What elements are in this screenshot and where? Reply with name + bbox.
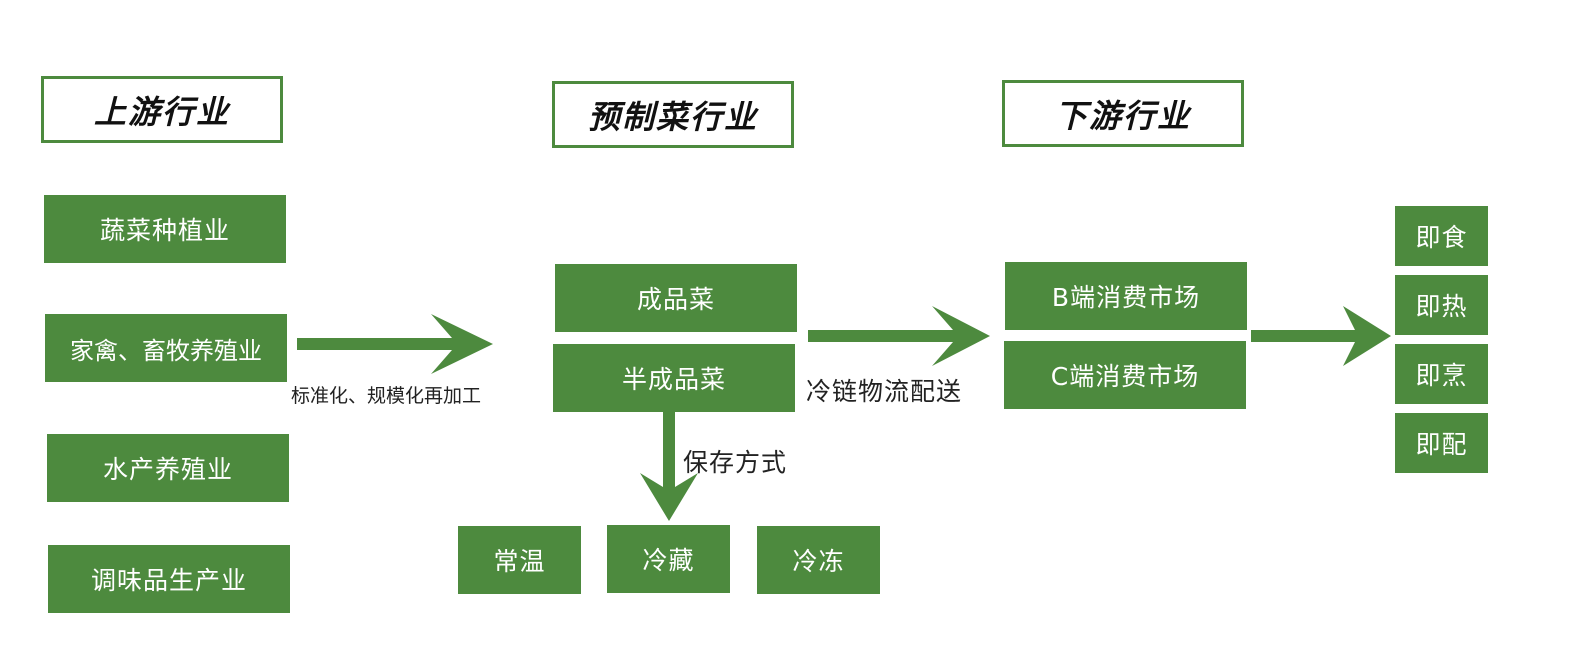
header-prepared: 预制菜行业 [552, 81, 794, 148]
storage-item-chilled: 冷藏 [607, 525, 730, 593]
label-storage: 保存方式 [683, 448, 788, 477]
consume-item-ready-to-assemble: 即配 [1395, 413, 1488, 473]
prepared-item-finished: 成品菜 [555, 264, 797, 332]
arrow-prepared-to-storage [640, 412, 698, 521]
prepared-item-semi-finished: 半成品菜 [553, 344, 795, 412]
upstream-item-seasoning: 调味品生产业 [48, 545, 290, 613]
arrow-prepared-to-market [808, 306, 990, 366]
header-downstream: 下游行业 [1002, 80, 1244, 147]
upstream-item-aquaculture: 水产养殖业 [47, 434, 289, 502]
label-processing: 标准化、规模化再加工 [291, 385, 482, 407]
consume-item-ready-to-eat: 即食 [1395, 206, 1488, 266]
storage-item-ambient: 常温 [458, 526, 581, 594]
header-upstream: 上游行业 [41, 76, 283, 143]
market-item-b2b: B端消费市场 [1005, 262, 1247, 330]
arrow-market-to-consume [1251, 306, 1391, 366]
upstream-item-livestock: 家禽、畜牧养殖业 [45, 314, 287, 382]
consume-item-ready-to-heat: 即热 [1395, 275, 1488, 335]
storage-item-frozen: 冷冻 [757, 526, 880, 594]
label-logistics: 冷链物流配送 [806, 377, 963, 406]
market-item-b2c: C端消费市场 [1004, 341, 1246, 409]
consume-item-ready-to-cook: 即烹 [1395, 344, 1488, 404]
arrow-upstream-to-prepared [297, 314, 493, 374]
upstream-item-vegetables: 蔬菜种植业 [44, 195, 286, 263]
